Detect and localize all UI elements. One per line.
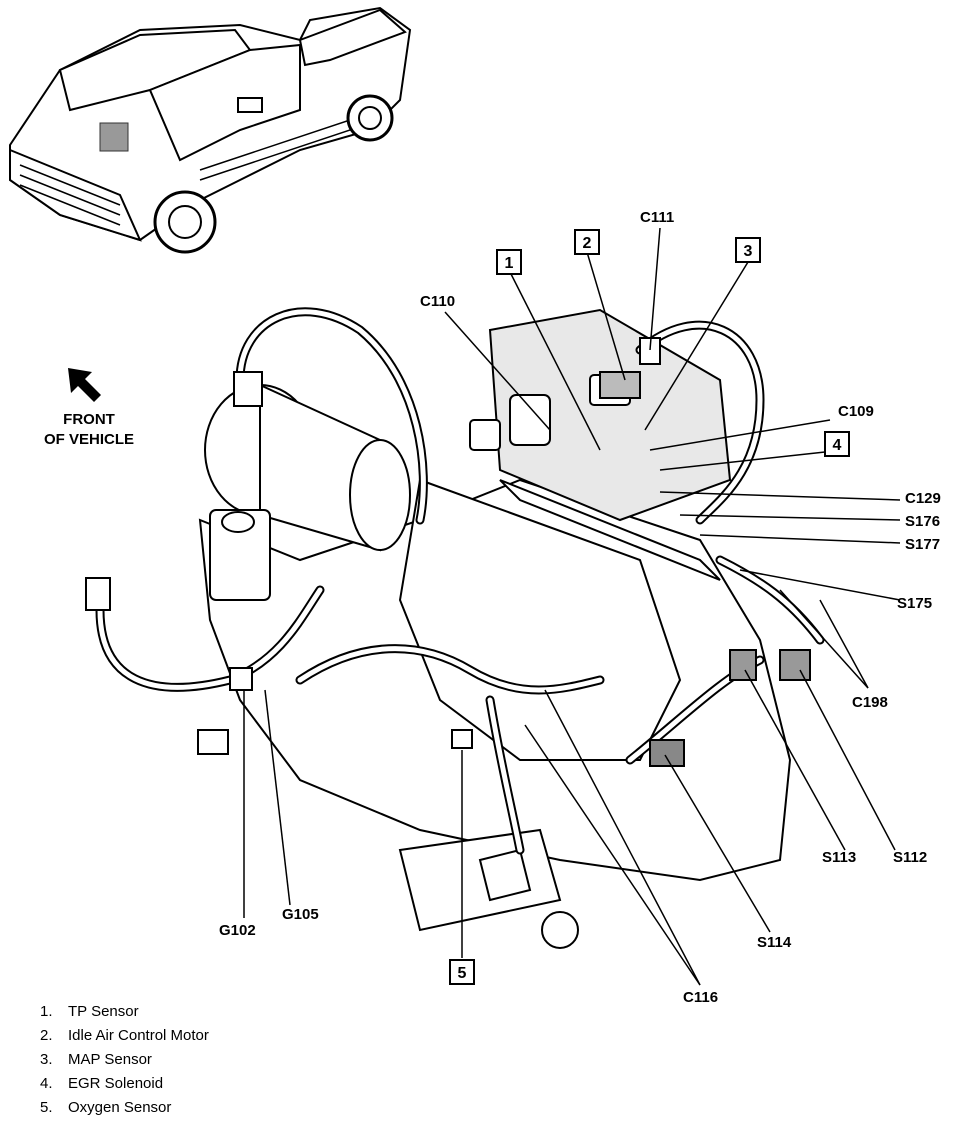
label-s114: S114 xyxy=(757,934,792,951)
label-s175: S175 xyxy=(897,595,932,612)
label-s176: S176 xyxy=(905,513,940,530)
leader-lines xyxy=(243,227,901,986)
engine-location-marker xyxy=(99,122,129,152)
label-c129: C129 xyxy=(905,490,941,507)
legend-item: 4. EGR Solenoid xyxy=(40,1075,164,1092)
svg-text:2: 2 xyxy=(583,235,592,252)
label-s177: S177 xyxy=(905,536,940,553)
label-s113: S113 xyxy=(822,849,856,866)
callout-box-3: 3 xyxy=(735,237,761,263)
callout-box-1: 1 xyxy=(496,249,522,275)
label-s112: S112 xyxy=(893,849,927,866)
label-c111: C111 xyxy=(640,209,674,226)
callout-box-2: 2 xyxy=(574,229,600,255)
svg-text:3: 3 xyxy=(744,243,753,260)
wiring-harness xyxy=(85,307,825,855)
legend-item: 1. TP Sensor xyxy=(40,1003,139,1020)
callout-box-5: 5 xyxy=(449,959,475,985)
front-arrow-icon xyxy=(68,368,101,402)
legend-item: 5. Oxygen Sensor xyxy=(40,1099,172,1116)
svg-text:5: 5 xyxy=(458,965,467,982)
label-c116: C116 xyxy=(683,989,718,1006)
label-g102: G102 xyxy=(219,922,256,939)
front-label-line2: OF VEHICLE xyxy=(44,431,134,448)
truck-locator-illustration xyxy=(9,6,412,254)
component-legend: 1. TP Sensor 2. Idle Air Control Motor 3… xyxy=(40,1000,209,1120)
svg-text:1: 1 xyxy=(505,255,514,272)
front-label-line1: FRONT xyxy=(63,411,115,428)
label-c109: C109 xyxy=(838,403,874,420)
legend-item: 3. MAP Sensor xyxy=(40,1051,152,1068)
label-c110: C110 xyxy=(420,293,455,310)
callout-box-4: 4 xyxy=(824,431,850,457)
front-of-vehicle-indicator: FRONT OF VEHICLE xyxy=(44,368,134,448)
label-g105: G105 xyxy=(282,906,319,923)
legend-item: 2. Idle Air Control Motor xyxy=(40,1027,209,1044)
label-c198: C198 xyxy=(852,694,888,711)
svg-text:4: 4 xyxy=(833,437,842,454)
